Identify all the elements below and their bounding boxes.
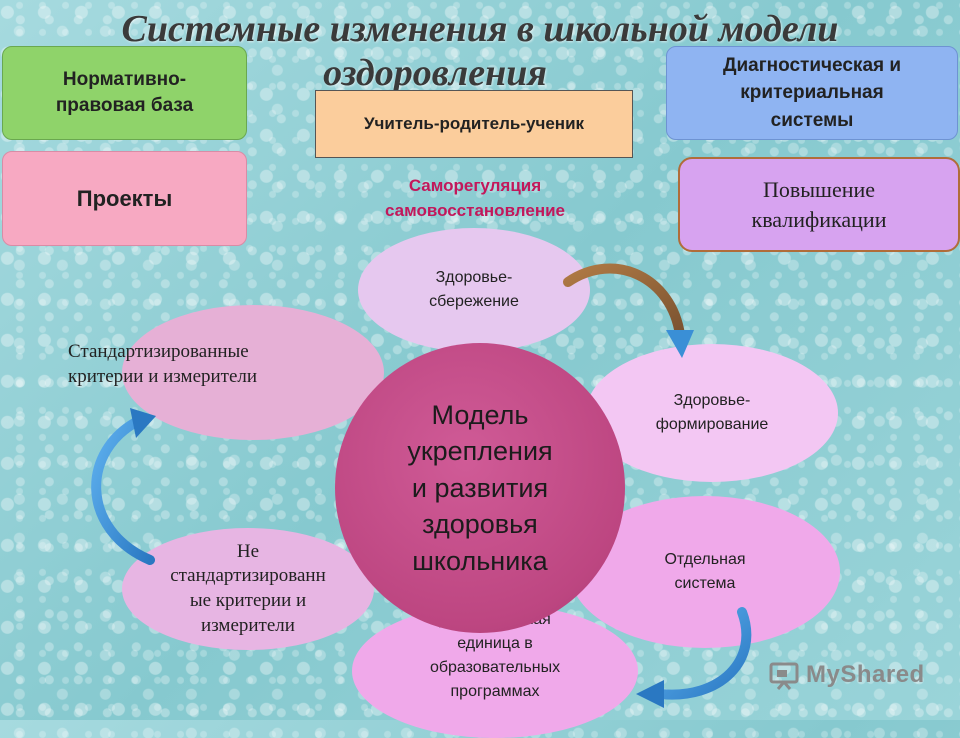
self-regulation-label: Саморегуляция самовосстановление <box>360 174 590 223</box>
arrow-head-didactic <box>636 680 664 708</box>
curved-arrows <box>91 263 752 708</box>
non-standard-line-3: ые критерии и <box>189 590 307 611</box>
qualification-box: Повышение квалификации <box>678 157 960 252</box>
diagnostic-box: Диагностическая и критериальная системы <box>666 46 958 140</box>
health-forming-line-1: Здоровье- <box>673 392 751 409</box>
myshared-logo: MyShared <box>768 660 925 690</box>
arrow-head-standard <box>130 408 156 438</box>
center-line-2: укрепления <box>407 436 553 467</box>
normative-line-1: Нормативно- <box>62 69 187 91</box>
diagnostic-line-1: Диагностическая и <box>722 54 902 76</box>
projects-box: Проекты <box>2 151 247 246</box>
health-saving-ellipse: Здоровье- сбережение <box>358 228 590 352</box>
qualification-line-2: квалификации <box>751 206 887 232</box>
qualification-line-1: Повышение <box>762 176 876 202</box>
didactic-line-3: образовательных <box>429 659 561 676</box>
slideshow-icon <box>769 662 799 690</box>
slide-title-line-2: оздоровления <box>323 52 547 94</box>
standardized-criteria-ellipse <box>122 305 384 440</box>
normative-base-box: Нормативно- правовая база <box>2 46 247 140</box>
standardized-line-2: критерии и измерители <box>68 365 258 387</box>
standardized-criteria-label: Стандартизированные критерии и измерител… <box>68 340 257 389</box>
center-line-3: и развития <box>411 472 549 503</box>
arrow-system-to-didactic <box>655 607 752 700</box>
teacher-parent-student-box: Учитель-родитель-ученик <box>315 90 633 158</box>
non-standard-line-4: измерители <box>201 614 295 636</box>
diagnostic-line-3: системы <box>770 109 854 131</box>
self-regulation-line-1: Саморегуляция <box>408 176 542 195</box>
central-model-circle: Модель укрепления и развития здоровья шк… <box>335 343 625 633</box>
health-forming-line-2: формирование <box>655 416 769 433</box>
health-saving-line-1: Здоровье- <box>435 269 513 286</box>
standardized-line-1: Стандартизированные <box>68 341 249 362</box>
arrow-saving-to-forming <box>563 263 685 340</box>
didactic-line-4: программах <box>450 683 540 700</box>
diagnostic-line-2: критериальная <box>740 82 884 104</box>
non-standard-line-2: стандартизированн <box>170 565 326 587</box>
non-standard-line-1: Не <box>236 540 260 562</box>
projects-label: Проекты <box>76 185 173 211</box>
separate-system-line-2: система <box>674 575 736 592</box>
self-regulation-line-2: самовосстановление <box>384 200 565 220</box>
center-line-1: Модель <box>431 399 529 430</box>
health-forming-ellipse: Здоровье- формирование <box>586 344 838 482</box>
watermark-text: MyShared <box>806 661 925 688</box>
separate-system-line-1: Отдельная <box>664 551 746 568</box>
center-line-5: школьника <box>412 545 548 576</box>
normative-line-2: правовая база <box>55 95 194 116</box>
slide-title-line-1: Системные изменения в школьной модели <box>121 8 839 50</box>
non-standard-criteria-ellipse: Не стандартизированн ые критерии и измер… <box>122 528 374 650</box>
health-saving-line-2: сбережение <box>429 293 519 310</box>
arrow-head-forming <box>666 330 694 358</box>
arrow-nonstandard-to-standard <box>91 415 155 565</box>
teacher-parent-student-label: Учитель-родитель-ученик <box>363 114 585 133</box>
center-line-4: здоровья <box>422 509 538 540</box>
didactic-line-2: единица в <box>457 635 533 652</box>
